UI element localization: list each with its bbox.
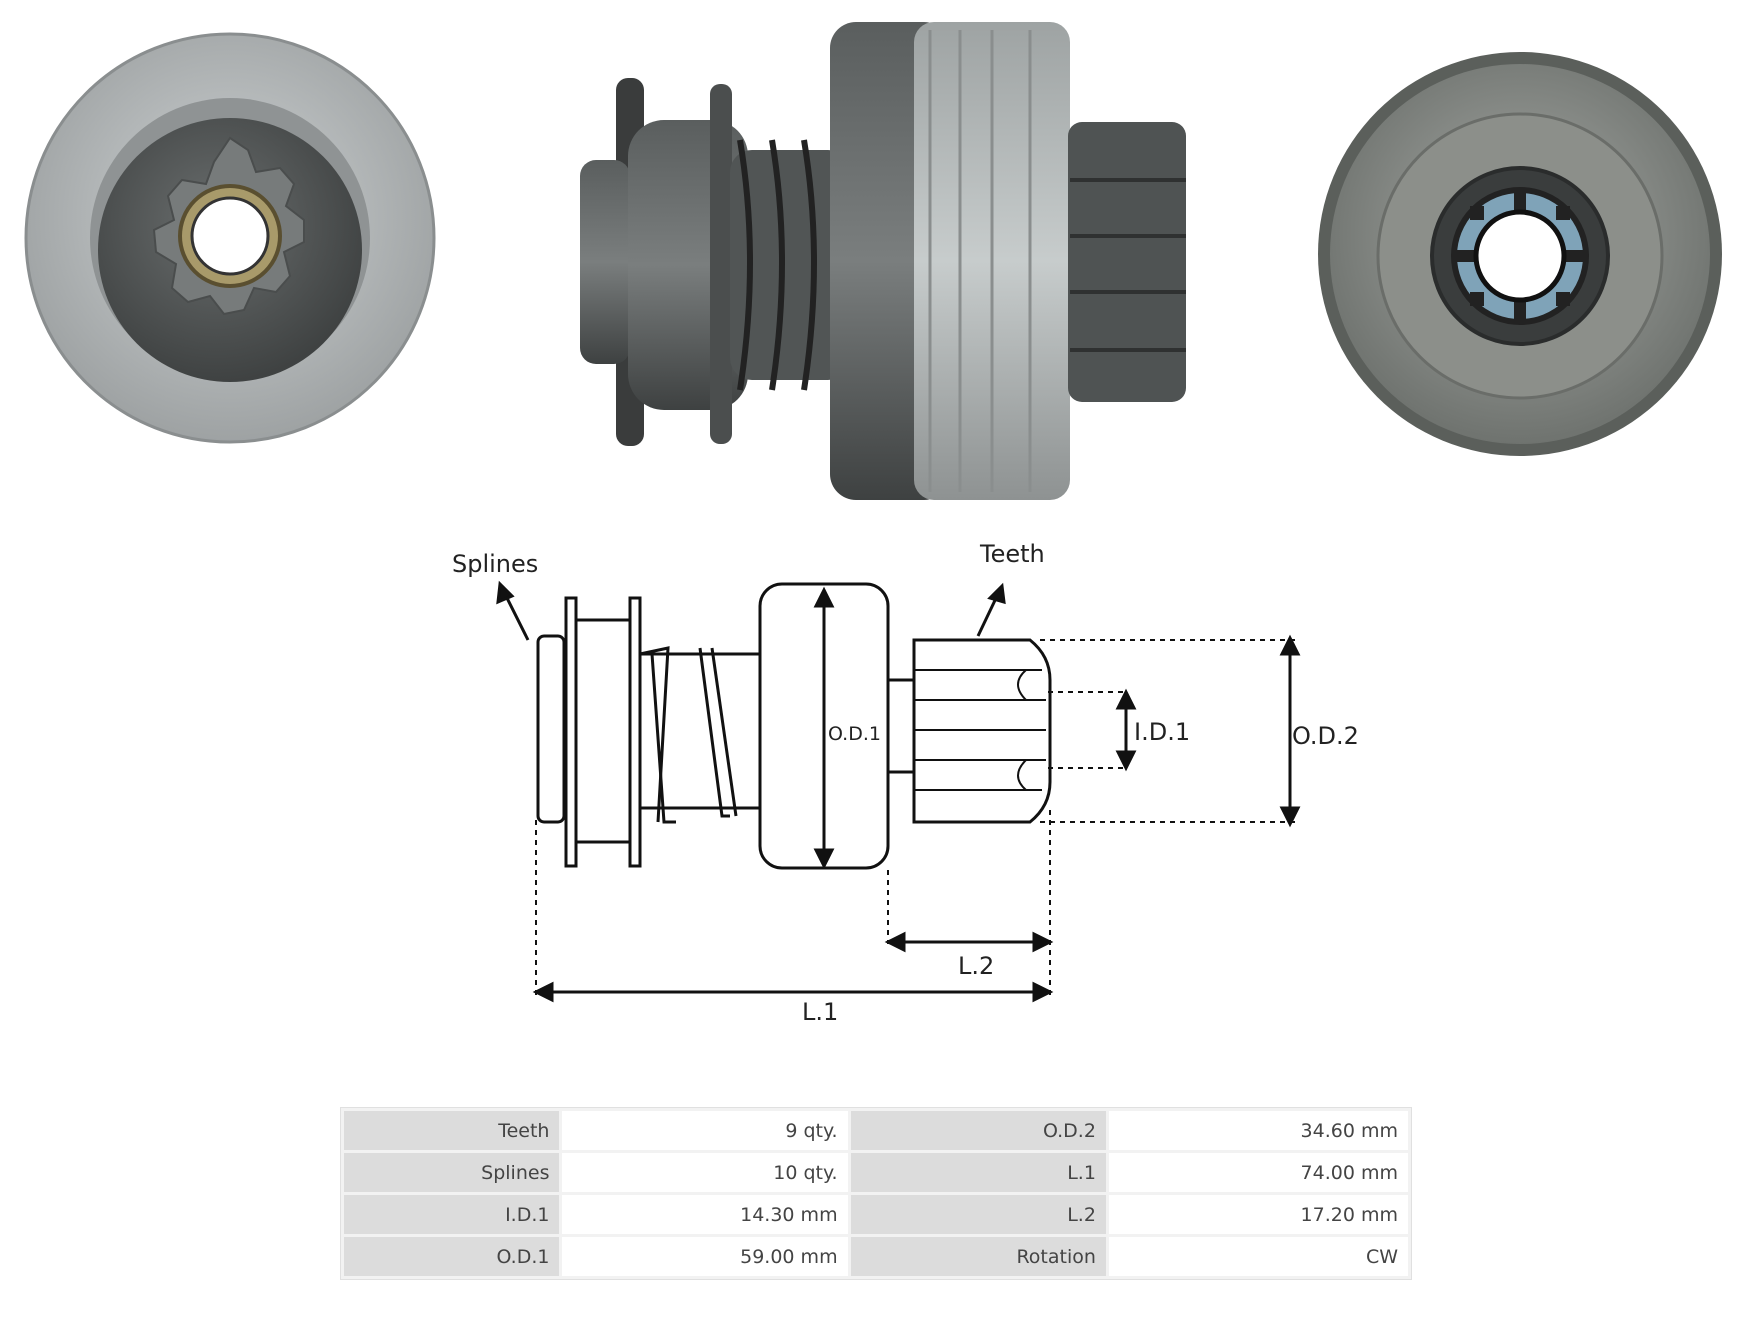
id1-label: I.D.1 bbox=[1134, 718, 1190, 746]
spec-table: Teeth 9 qty. O.D.2 34.60 mm Splines 10 q… bbox=[340, 1107, 1412, 1280]
spec-key: O.D.2 bbox=[850, 1111, 1106, 1150]
table-row: Splines 10 qty. L.1 74.00 mm bbox=[344, 1153, 1408, 1192]
spec-value: 14.30 mm bbox=[562, 1195, 848, 1234]
spec-value: 17.20 mm bbox=[1108, 1195, 1408, 1234]
l2-label: L.2 bbox=[958, 952, 994, 980]
spec-value: 74.00 mm bbox=[1108, 1153, 1408, 1192]
spec-key: Rotation bbox=[850, 1237, 1106, 1276]
spec-value: CW bbox=[1108, 1237, 1408, 1276]
teeth-pointer bbox=[976, 593, 1000, 637]
splines-label: Splines bbox=[452, 550, 538, 578]
spec-key: Teeth bbox=[344, 1111, 560, 1150]
od1-label: O.D.1 bbox=[828, 723, 881, 745]
od2-label: O.D.2 bbox=[1292, 722, 1359, 750]
front-view-photo bbox=[24, 32, 436, 444]
l1-label: L.1 bbox=[802, 998, 838, 1026]
spec-key: L.2 bbox=[850, 1195, 1106, 1234]
spec-value: 9 qty. bbox=[562, 1111, 848, 1150]
spec-key: Splines bbox=[344, 1153, 560, 1192]
splines-pointer bbox=[502, 591, 530, 641]
spec-value: 59.00 mm bbox=[562, 1237, 848, 1276]
table-row: I.D.1 14.30 mm L.2 17.20 mm bbox=[344, 1195, 1408, 1234]
neck bbox=[886, 678, 916, 774]
table-row: O.D.1 59.00 mm Rotation CW bbox=[344, 1237, 1408, 1276]
side-view-photo bbox=[580, 22, 1186, 500]
teeth-label: Teeth bbox=[979, 540, 1045, 568]
spec-key: I.D.1 bbox=[344, 1195, 560, 1234]
spec-value: 10 qty. bbox=[562, 1153, 848, 1192]
rear-hub bbox=[536, 634, 566, 824]
spec-key: O.D.1 bbox=[344, 1237, 560, 1276]
spec-key: L.1 bbox=[850, 1153, 1106, 1192]
back-view-photo bbox=[1318, 52, 1722, 456]
table-row: Teeth 9 qty. O.D.2 34.60 mm bbox=[344, 1111, 1408, 1150]
dimension-diagram: Splines Teeth O.D.1 I.D.1 O.D.2 L.2 L.1 bbox=[452, 540, 1359, 1026]
spec-value: 34.60 mm bbox=[1108, 1111, 1408, 1150]
